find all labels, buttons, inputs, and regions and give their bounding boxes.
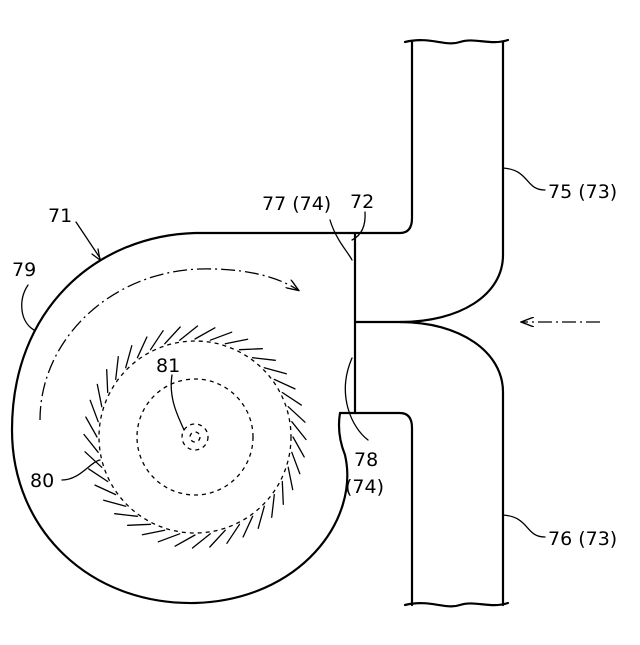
leader-78 — [345, 358, 368, 440]
label-80: 80 — [30, 470, 54, 492]
impeller-blade — [225, 339, 247, 344]
label-78: 78 — [354, 449, 378, 471]
label-75: 75 (73) — [548, 181, 617, 203]
impeller-outer-ring — [99, 341, 291, 533]
impeller-blade — [137, 337, 147, 358]
impeller-blade — [282, 393, 301, 406]
impeller-blades — [84, 326, 306, 548]
leader-75 — [503, 168, 545, 190]
impeller-blade — [84, 435, 98, 453]
impeller-blade — [86, 417, 97, 437]
impeller-blade — [227, 524, 240, 543]
impeller-blade — [210, 332, 231, 340]
impeller-blade — [158, 534, 179, 542]
impeller-blade — [97, 384, 102, 406]
impeller-blade — [115, 514, 138, 517]
impeller-blade — [193, 534, 211, 548]
impeller-blade — [180, 326, 198, 340]
impeller-blade — [274, 379, 295, 389]
upper-duct-outer — [355, 42, 503, 322]
label-77: 77 (74) — [262, 193, 331, 215]
impeller-blade — [126, 346, 132, 368]
impeller-blade — [116, 357, 119, 380]
leader-79 — [22, 285, 34, 330]
impeller-blade — [272, 495, 275, 518]
label-81: 81 — [156, 355, 180, 377]
impeller-blade — [292, 422, 306, 440]
impeller-blade — [90, 400, 98, 421]
label-72: 72 — [350, 191, 374, 213]
impeller-blade — [288, 467, 293, 489]
upper-duct-break — [405, 40, 508, 43]
impeller-blade — [104, 500, 126, 506]
leader-76 — [503, 515, 545, 537]
lower-duct-break — [405, 603, 508, 606]
impeller-inner-ring — [137, 379, 253, 495]
hub-core — [190, 432, 200, 442]
impeller-blade — [107, 370, 108, 393]
impeller-blade — [165, 327, 181, 344]
impeller-blade — [240, 349, 263, 350]
label-79: 79 — [12, 259, 36, 281]
impeller-blade — [128, 524, 151, 525]
leader-71-arrow — [92, 249, 100, 260]
impeller-blade — [288, 407, 305, 423]
impeller-blade — [292, 452, 300, 473]
impeller-blade — [253, 358, 276, 361]
leader-77 — [330, 220, 352, 260]
lower-duct-outer — [400, 322, 503, 605]
impeller-blade — [210, 530, 226, 547]
impeller-blade — [258, 506, 264, 528]
impeller-blade — [264, 368, 286, 374]
label-71: 71 — [48, 205, 72, 227]
impeller-blade — [293, 437, 304, 457]
leader-80 — [62, 460, 100, 480]
label-76: 76 (73) — [548, 528, 617, 550]
label-74: (74) — [345, 476, 384, 498]
impeller-blade — [195, 328, 215, 339]
scroll-casing — [12, 233, 355, 603]
hub-ring — [182, 424, 208, 450]
impeller-blade — [175, 535, 195, 546]
lower-duct — [355, 413, 412, 605]
impeller-blade — [142, 530, 164, 535]
leader-71 — [76, 222, 100, 258]
impeller-blade — [282, 482, 283, 505]
